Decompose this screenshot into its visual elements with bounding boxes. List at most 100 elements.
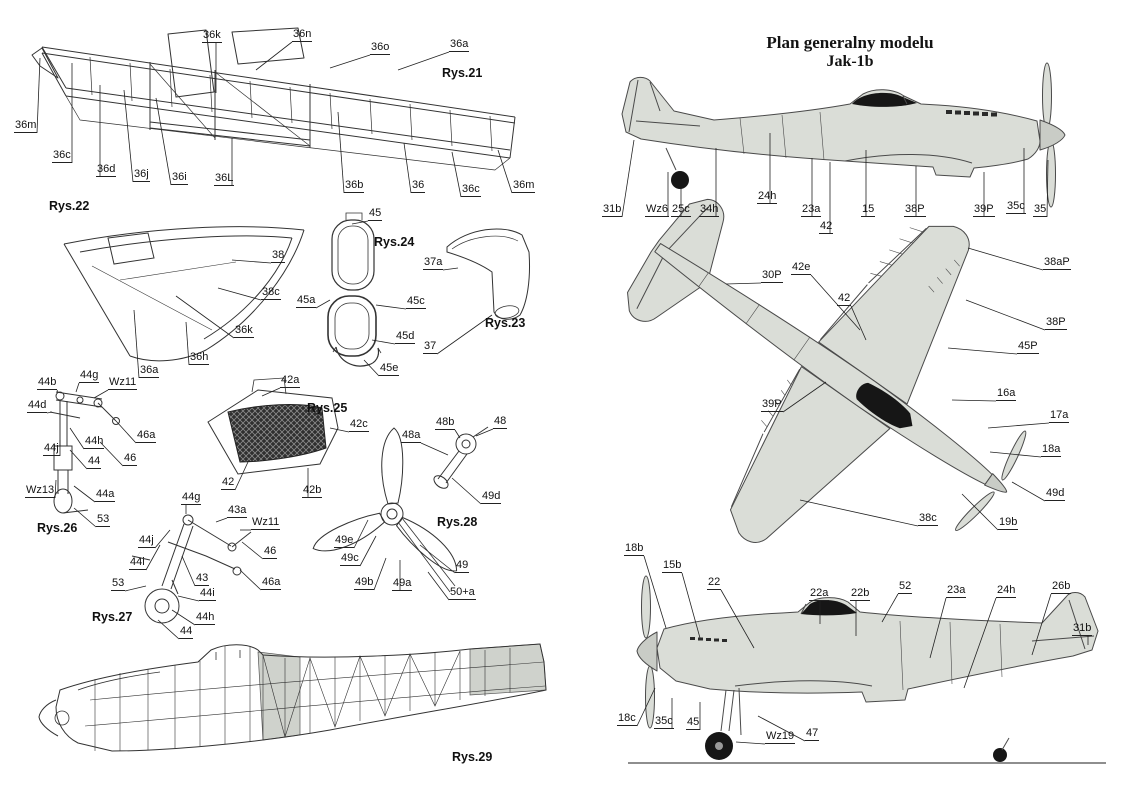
part-label: 39P <box>973 203 995 217</box>
leader-line <box>255 41 293 71</box>
part-label: 36c <box>461 183 481 197</box>
part-label: 24h <box>757 190 778 204</box>
part-label: 46 <box>123 452 138 466</box>
leader-line <box>947 347 1018 355</box>
leader-line <box>359 535 377 567</box>
leader-line <box>123 89 134 183</box>
leader-line <box>403 142 412 194</box>
leader-line <box>175 295 235 339</box>
part-label: 44g <box>181 491 202 505</box>
leader-line <box>171 609 196 626</box>
leader-line <box>961 493 999 531</box>
part-label: Wz6 <box>645 203 669 217</box>
leader-line <box>124 585 147 592</box>
leader-line <box>54 479 57 499</box>
part-label: 48b <box>435 416 456 430</box>
part-label: 23a <box>801 203 822 217</box>
part-label: 36b <box>344 179 365 193</box>
part-label: 43 <box>195 572 210 586</box>
leader-line <box>239 569 262 591</box>
part-label: 36k <box>234 324 254 338</box>
part-label: 44d <box>27 399 48 413</box>
part-label: 45 <box>686 716 701 730</box>
part-label: 39P <box>761 398 783 412</box>
part-label: 38aP <box>1043 256 1071 270</box>
leader-line <box>69 427 85 450</box>
leader-line <box>99 441 124 467</box>
part-label: 43a <box>227 504 248 518</box>
leader-line <box>681 572 701 639</box>
part-label: 44 <box>87 455 102 469</box>
part-label: 36L <box>214 172 235 186</box>
figure-rys25-cowl-intake <box>207 377 339 475</box>
part-label: 22b <box>850 587 871 601</box>
part-label: 44h <box>195 611 216 625</box>
part-label: 47 <box>805 727 820 741</box>
part-label: 49b <box>354 576 375 590</box>
leader-lines-layer <box>36 41 1089 745</box>
part-label: 49c <box>340 552 360 566</box>
part-label: 23a <box>946 584 967 598</box>
leader-line <box>93 389 109 399</box>
part-label: 44i <box>199 587 216 601</box>
part-label: 46a <box>261 576 282 590</box>
leader-line <box>241 541 264 560</box>
part-label: 48a <box>401 429 422 443</box>
leader-line <box>337 111 345 194</box>
part-label: 37 <box>423 340 438 354</box>
part-label: 26b <box>1051 580 1072 594</box>
part-label: Wz11 <box>251 516 281 530</box>
part-label: 45a <box>296 294 317 308</box>
leader-line <box>217 287 262 301</box>
exhaust-stubs <box>690 637 727 642</box>
leader-line <box>185 321 190 366</box>
leader-line <box>963 597 997 689</box>
part-label: 38P <box>904 203 926 217</box>
figure-caption: Rys.24 <box>374 235 415 249</box>
figure-caption: Rys.29 <box>452 750 493 764</box>
part-label: 36a <box>449 38 470 52</box>
figure-rys29-fuselage-frame <box>38 643 547 752</box>
part-label: 50+a <box>449 586 476 600</box>
part-label: 52 <box>898 580 913 594</box>
leader-line <box>115 420 137 444</box>
part-label: 15b <box>662 559 683 573</box>
leader-line <box>497 149 513 194</box>
part-label: 53 <box>111 577 126 591</box>
leader-line <box>329 54 371 69</box>
part-label: 16a <box>996 387 1017 401</box>
part-label: 36c <box>52 149 72 163</box>
leader-line <box>475 428 494 437</box>
part-label: 42b <box>302 484 323 498</box>
leader-line <box>987 422 1050 429</box>
leader-line <box>69 449 88 470</box>
leader-line <box>965 299 1046 331</box>
part-label: 31b <box>602 203 623 217</box>
leader-line <box>75 382 80 393</box>
leader-line <box>442 267 459 271</box>
leader-line <box>133 309 140 379</box>
leader-line <box>371 339 396 345</box>
part-label: 53 <box>96 513 111 527</box>
figure-rys27-tailwheel <box>131 514 252 624</box>
part-label: 30P <box>761 269 783 283</box>
leader-line <box>735 741 766 745</box>
part-label: 44i <box>129 556 146 570</box>
part-label: 42 <box>221 476 236 490</box>
leader-line <box>155 97 172 186</box>
part-label: 42 <box>837 292 852 306</box>
leader-line <box>850 305 867 341</box>
leader-line <box>154 529 171 549</box>
leader-line <box>351 220 369 225</box>
part-label: 37a <box>423 256 444 270</box>
part-label: 24h <box>996 584 1017 598</box>
part-label: 44b <box>37 376 58 390</box>
part-label: 35 <box>1033 203 1048 217</box>
part-label: 18c <box>617 712 637 726</box>
part-label: 45c <box>406 295 426 309</box>
part-label: 36h <box>189 351 210 365</box>
figure-rys26-gear <box>49 391 120 514</box>
leader-line <box>720 589 755 649</box>
part-label: 44g <box>79 369 100 383</box>
